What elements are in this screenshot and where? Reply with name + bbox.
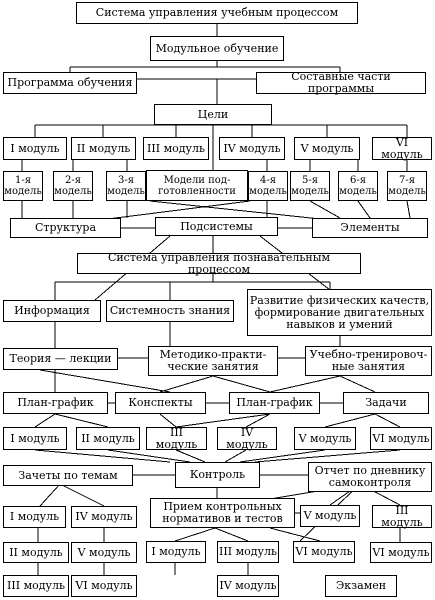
node-topic-credits: Зачеты по темам <box>3 465 133 486</box>
goal-module-1: I модуль <box>3 137 67 160</box>
model-1: 1-я модель <box>3 171 43 201</box>
node-cognitive-system: Система управления познавательным процес… <box>77 251 361 275</box>
row-module-6: VI модуль <box>370 427 432 450</box>
row-module-3: III модуль <box>146 426 207 450</box>
goal-module-6: VI модуль <box>372 136 432 160</box>
credit-module-6: VI модуль <box>71 575 137 597</box>
node-tasks: Задачи <box>343 392 429 414</box>
node-schedule-1: План-график <box>3 392 108 414</box>
node-goals: Цели <box>154 104 272 125</box>
diary-module-6: VI модуль <box>370 542 432 563</box>
credit-module-4: IV модуль <box>71 506 137 528</box>
standards-module-6: VI модуль <box>293 541 355 563</box>
node-elements: Элементы <box>312 218 428 238</box>
credit-module-2: II модуль <box>3 542 69 563</box>
credit-module-5: V модуль <box>71 542 137 563</box>
standards-module-1: I модуль <box>146 541 206 563</box>
node-theory-lectures: Теория — лекции <box>3 348 118 370</box>
diary-module-3: III модуль <box>372 504 432 528</box>
node-schedule-2: План-график <box>229 392 320 414</box>
standards-module-4: IV модуль <box>217 575 279 597</box>
row-module-5: V модуль <box>294 427 356 450</box>
node-subsystems: Подсистемы <box>155 217 278 236</box>
diary-module-5: V модуль <box>300 505 360 527</box>
goal-module-3: III модуль <box>143 137 209 160</box>
node-methodical-classes: Методико-практи- ческие занятия <box>148 346 278 376</box>
node-program: Программа обучения <box>3 72 137 94</box>
node-control-standards: Прием контрольных нормативов и тестов <box>150 498 295 528</box>
model-4: 4-я модель <box>248 171 288 201</box>
node-structure: Структура <box>10 218 121 238</box>
node-root: Система управления учебным процессом <box>76 2 358 24</box>
row-module-2: II модуль <box>76 427 140 450</box>
model-5: 5-я модель <box>290 171 330 201</box>
node-physical-development: Развитие физических качеств, формировани… <box>247 289 432 336</box>
credit-module-1: I модуль <box>3 506 66 528</box>
preparedness-models: Модели под- готовленности <box>146 170 248 201</box>
node-exam: Экзамен <box>325 575 397 597</box>
goal-module-4: IV модуль <box>219 137 285 160</box>
model-7: 7-я модель <box>387 171 427 201</box>
goal-module-5: V модуль <box>294 137 360 160</box>
row-module-4: IV модуль <box>217 426 277 450</box>
model-6: 6-я модель <box>338 171 378 201</box>
node-self-control-diary: Отчет по дневнику самоконтроля <box>308 462 432 492</box>
node-notes: Конспекты <box>115 392 206 414</box>
node-modular: Модульное обучение <box>150 36 284 61</box>
goal-module-2: II модуль <box>71 137 136 160</box>
model-3: 3-я модель <box>106 171 146 201</box>
model-2: 2-я модель <box>53 171 93 201</box>
node-systemic-knowledge: Системность знания <box>106 300 234 322</box>
node-training-classes: Учебно-тренировоч- ные занятия <box>305 346 432 376</box>
row-module-1: I модуль <box>3 427 67 450</box>
standards-module-3: III модуль <box>217 541 279 563</box>
node-control: Контроль <box>175 462 260 488</box>
node-information: Информация <box>3 300 101 322</box>
credit-module-3: III модуль <box>3 575 69 597</box>
node-parts: Составные части программы <box>256 71 426 95</box>
